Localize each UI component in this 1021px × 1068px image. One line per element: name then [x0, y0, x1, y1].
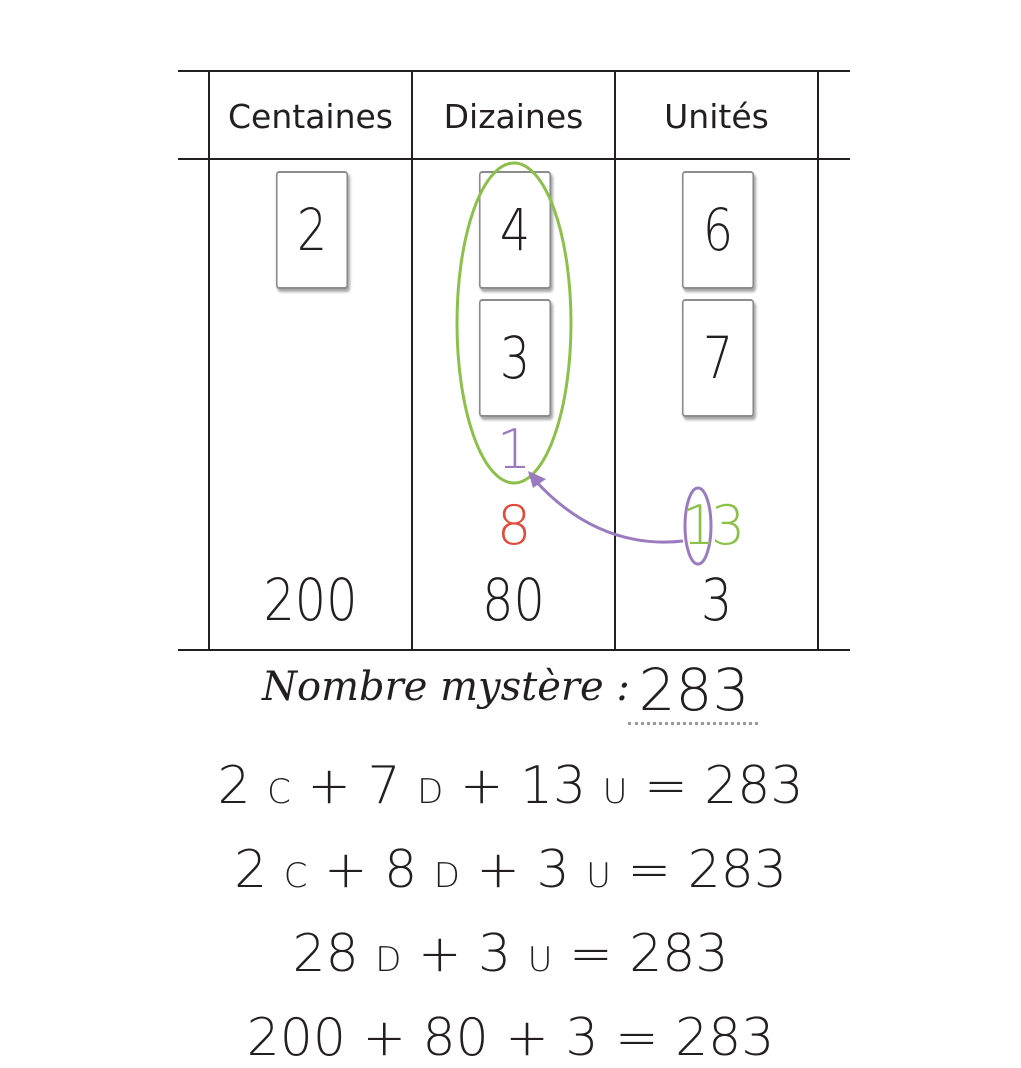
mystery-number-label: Nombre mystère : [262, 664, 630, 710]
digit-card-units-2: 7 [681, 299, 755, 417]
digit-card-tens-1: 4 [478, 171, 552, 289]
tens-result-digit: 8 [496, 494, 532, 557]
equation-4: 200 + 80 + 3 = 283 [246, 1008, 775, 1068]
digit-card-units-1: 6 [681, 171, 755, 289]
equation-1: 2 C + 7 D + 13 U = 283 [217, 756, 804, 816]
digit-card-hundreds: 2 [275, 171, 349, 289]
table-column-divider [411, 70, 413, 651]
units-total-carry-digit: 1 [682, 494, 717, 557]
mystery-number-value: 283 [638, 656, 750, 724]
table-column-divider [817, 70, 819, 651]
table-top-border [178, 70, 850, 72]
units-total-rest-digit: 3 [710, 494, 746, 557]
tens-carry-digit: 1 [496, 418, 532, 481]
table-column-divider [614, 70, 616, 651]
carry-digit-ellipse [683, 486, 713, 566]
digit-card-tens-2: 3 [478, 299, 552, 417]
header-hundreds: Centaines [228, 96, 393, 136]
sum-units: 3 [700, 566, 733, 634]
carry-arrow-head [528, 471, 546, 488]
sum-hundreds: 200 [263, 566, 358, 634]
table-bottom-border [178, 649, 850, 651]
table-column-divider [208, 70, 210, 651]
equation-3: 28 D + 3 U = 283 [292, 924, 729, 984]
tens-group-ellipse [455, 161, 573, 485]
equation-2: 2 C + 8 D + 3 U = 283 [234, 840, 787, 900]
header-tens: Dizaines [443, 96, 584, 136]
mystery-number-dotted-line [628, 722, 758, 725]
sum-tens: 80 [482, 566, 545, 634]
carry-arrow [531, 477, 684, 544]
table-header-divider [178, 158, 850, 160]
header-units: Unités [664, 96, 769, 136]
